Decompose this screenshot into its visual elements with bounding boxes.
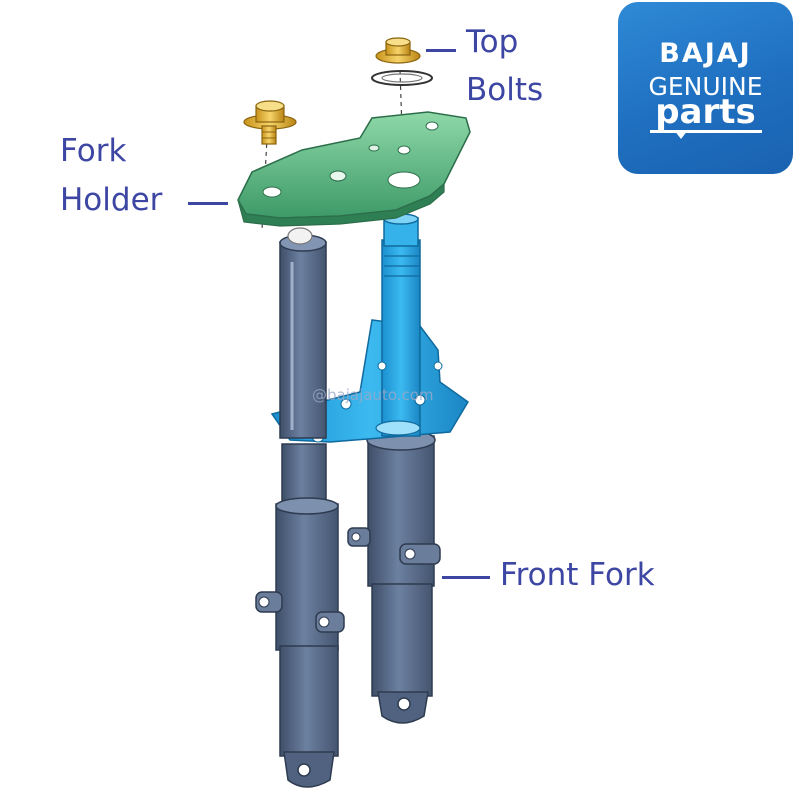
top-bolts-label-line1: Top — [466, 24, 519, 60]
top-bolts-label-line2: Bolts — [466, 72, 544, 108]
top-bolts-leader-line — [426, 49, 456, 52]
front-fork-right-leg — [347, 429, 441, 724]
bajaj-genuine-parts-logo: BAJAJ GENUINE parts — [618, 2, 793, 174]
logo-genuine-text: GENUINE — [648, 72, 763, 101]
watermark-text: @bajajauto.com — [312, 386, 434, 404]
fork-holder-leader-line — [188, 202, 228, 205]
front-fork-label: Front Fork — [500, 557, 655, 593]
front-fork-leader-line — [442, 576, 490, 579]
logo-arrow-icon — [674, 130, 688, 139]
front-fork-left-leg — [255, 227, 345, 788]
logo-underline — [650, 130, 762, 133]
fork-holder-part — [237, 111, 471, 227]
top-bolt-right — [371, 37, 433, 86]
fork-holder-label-line2: Holder — [60, 182, 163, 218]
logo-parts-text: parts — [655, 92, 756, 132]
top-bolt-left — [243, 100, 297, 145]
fork-holder-label-line1: Fork — [60, 133, 127, 169]
logo-brand-text: BAJAJ — [659, 38, 752, 69]
